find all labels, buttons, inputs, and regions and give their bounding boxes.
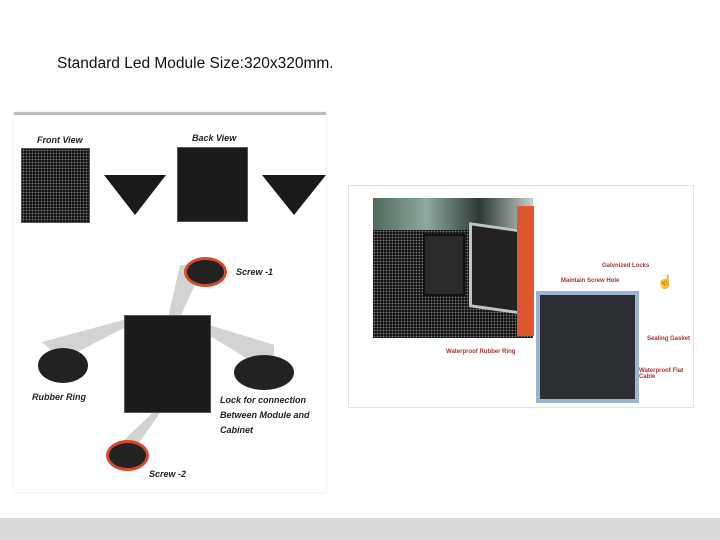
red-object <box>517 206 534 336</box>
back-view-image <box>177 147 248 222</box>
maintain-screw-hole-label: Maintain Screw Hole <box>561 278 620 284</box>
lock-label-1: Lock for connection <box>220 395 307 405</box>
open-module-image <box>469 222 524 315</box>
screw-2-zoom <box>106 440 149 471</box>
lock-label-3: Cabinet <box>220 425 254 435</box>
back-corner-image <box>262 175 326 215</box>
front-view-image <box>21 148 90 223</box>
module-back-photo <box>536 291 639 403</box>
slide-title: Standard Led Module Size:320x320mm. <box>57 55 334 72</box>
hand-cursor-icon: ☝ <box>657 274 674 289</box>
rubber-ring-zoom <box>38 348 88 383</box>
cabinet-photo: Galvnized Locks Maintain Screw Hole Seal… <box>348 185 694 408</box>
back-view-label: Back View <box>192 133 237 143</box>
lock-label-2: Between Module and <box>220 410 310 420</box>
cabinet-opening <box>423 234 465 296</box>
sealing-gasket-label: Sealing Gasket <box>647 336 691 342</box>
screw-2-label: Screw -2 <box>149 469 187 479</box>
slide-footer-bar <box>0 518 720 540</box>
front-view-label: Front View <box>37 135 83 145</box>
lock-zoom <box>234 355 294 390</box>
galvanized-locks-label: Galvnized Locks <box>602 263 650 269</box>
rubber-ring-label: Rubber Ring <box>32 392 86 402</box>
front-corner-image <box>104 175 166 215</box>
waterproof-flat-cable-label: Waterproof Flat Cable <box>639 368 693 380</box>
screw-1-label: Screw -1 <box>236 267 274 277</box>
screw-1-zoom <box>184 257 227 287</box>
module-back-image <box>124 315 211 413</box>
led-module-diagram: Front View Back View Screw -1 Rubber Rin… <box>14 112 326 492</box>
background-scene <box>373 198 533 230</box>
waterproof-rubber-ring-label: Waterproof Rubber Ring <box>446 349 516 355</box>
